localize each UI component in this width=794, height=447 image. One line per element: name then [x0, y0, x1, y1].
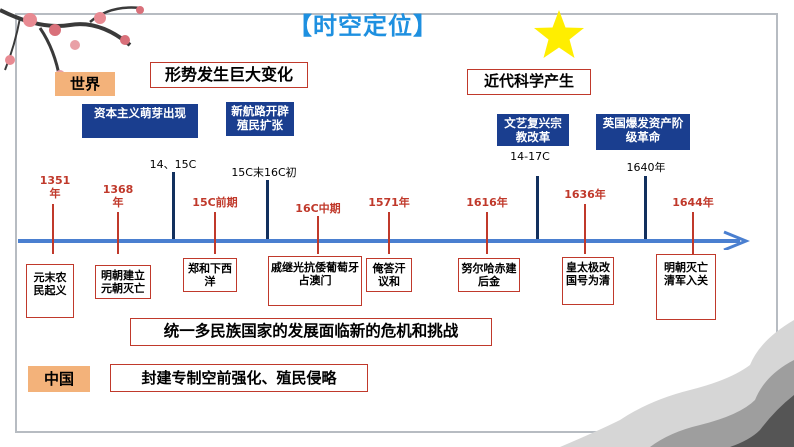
era-14-15c: 14、15C: [149, 158, 197, 171]
marker-line: [486, 212, 488, 254]
page-title: 【时空定位】: [288, 12, 438, 40]
marker-line: [584, 204, 586, 254]
routes-box: 新航路开辟殖民扩张: [226, 102, 294, 136]
marker-line: [644, 176, 647, 240]
event-box: 努尔哈赤建后金: [458, 258, 520, 292]
event-box: 皇太极改国号为清: [562, 257, 614, 305]
world-tag: 世界: [55, 72, 115, 96]
marker-line: [172, 172, 175, 240]
year-label: 1571年: [368, 196, 410, 209]
year-label: 15C前期: [192, 196, 238, 209]
renaissance-box: 文艺复兴宗教改革: [497, 114, 569, 146]
era-1640: 1640年: [626, 161, 666, 174]
revolution-box: 英国爆发资产阶级革命: [596, 114, 690, 150]
china-tag: 中国: [28, 366, 90, 392]
year-label: 1616年: [466, 196, 508, 209]
marker-line: [214, 212, 216, 254]
event-box: 明朝建立元朝灭亡: [95, 265, 151, 299]
era-14-17c: 14-17C: [510, 150, 550, 163]
year-label: 1636年: [564, 188, 606, 201]
event-box: 俺答汗议和: [366, 258, 412, 292]
event-box: 戚继光抗倭葡萄牙占澳门: [268, 256, 362, 306]
world-headline: 形势发生巨大变化: [150, 62, 308, 88]
year-label: 16C中期: [295, 202, 341, 215]
event-box: 元末农民起义: [26, 264, 74, 318]
marker-line: [317, 216, 319, 254]
capitalism-box: 资本主义萌芽出现: [82, 104, 198, 138]
timeline-axis: [18, 230, 750, 250]
event-box: 明朝灭亡清军入关: [656, 254, 716, 320]
year-label: 1368年: [102, 183, 134, 209]
marker-line: [117, 212, 119, 254]
star-icon: [534, 10, 584, 58]
event-box: 郑和下西洋: [183, 258, 237, 292]
year-label: 1351年: [39, 174, 71, 200]
marker-line: [52, 204, 54, 254]
science-box: 近代科学产生: [467, 69, 591, 95]
marker-line: [388, 212, 390, 254]
era-15-16c: 15C末16C初: [231, 166, 297, 179]
marker-line: [536, 176, 539, 240]
year-label: 1644年: [672, 196, 714, 209]
ink-landscape: [560, 320, 794, 447]
marker-line: [692, 212, 694, 254]
slide-frame: [15, 13, 778, 433]
marker-line: [266, 180, 269, 240]
summary-box: 封建专制空前强化、殖民侵略: [110, 364, 368, 392]
crisis-box: 统一多民族国家的发展面临新的危机和挑战: [130, 318, 492, 346]
